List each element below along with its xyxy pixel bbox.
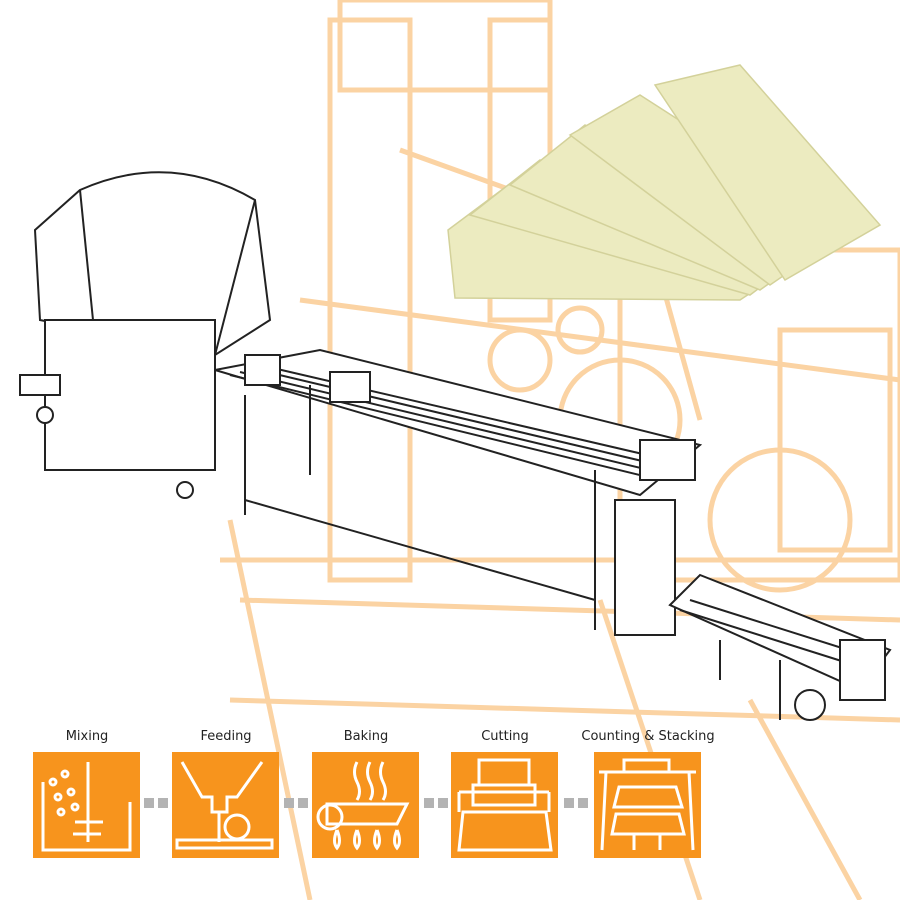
- connector-dash: [564, 798, 574, 808]
- feeding-icon: [172, 752, 279, 858]
- step-label: Mixing: [65, 729, 109, 744]
- step-label: Baking: [343, 729, 389, 744]
- process-step-cutting: Cutting: [451, 728, 559, 858]
- connector-dash: [158, 798, 168, 808]
- connector-dash: [578, 798, 588, 808]
- process-step-mixing: Mixing: [33, 728, 141, 858]
- step-label: Feeding: [200, 729, 252, 744]
- process-step-counting-stacking: Counting & Stacking: [581, 728, 715, 858]
- mixing-icon: [33, 752, 140, 858]
- step-label: Cutting: [481, 729, 529, 744]
- connector-dash: [298, 798, 308, 808]
- stacking-icon: [594, 752, 701, 858]
- connector-dash: [144, 798, 154, 808]
- connector-dash: [438, 798, 448, 808]
- process-step-baking: Baking: [312, 728, 420, 858]
- connector-dash: [284, 798, 294, 808]
- baking-icon: [312, 752, 419, 858]
- cutting-icon: [451, 752, 558, 858]
- process-step-feeding: Feeding: [172, 728, 280, 858]
- connector-dash: [424, 798, 434, 808]
- step-label: Counting & Stacking: [581, 729, 715, 744]
